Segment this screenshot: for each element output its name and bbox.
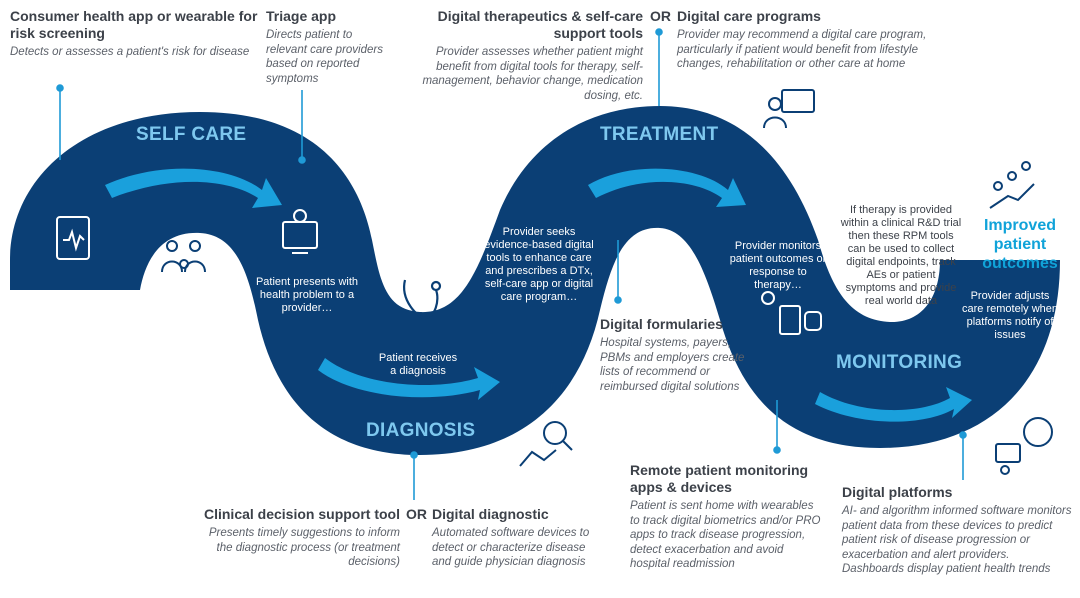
callout-consumer-health: Consumer health app or wearable for risk… (10, 8, 260, 60)
consumer-title: Consumer health app or wearable for risk… (10, 8, 258, 41)
triage-desc: Directs patient to relevant care provide… (266, 29, 383, 85)
callout-digital-platforms: Digital platforms AI- and algorithm info… (842, 484, 1074, 577)
callout-dtx: Digital therapeutics & self-care support… (400, 8, 643, 103)
people-growth-icon (989, 161, 1035, 209)
arrow-monitoring (815, 387, 972, 422)
platforms-desc: AI- and algorithm informed software moni… (842, 505, 1072, 575)
doctor-screen-icon (282, 209, 318, 254)
platforms-title: Digital platforms (842, 484, 953, 500)
callout-care-programs: Digital care programs Provider may recom… (677, 8, 932, 72)
stage-treatment: TREATMENT (600, 124, 719, 145)
or-label-diagnosis: OR (406, 506, 427, 522)
callout-digital-diagnostic: Digital diagnostic Automated software de… (432, 506, 592, 570)
diagnostic-desc: Automated software devices to detect or … (432, 527, 590, 568)
ai-brain-icon (995, 417, 1053, 475)
band-text-seeks: Provider seeks evidence-based digital to… (484, 226, 594, 303)
clipboard-icon (645, 237, 677, 279)
trial-note: If therapy is provided within a clinical… (840, 204, 962, 307)
arrow-diagnosis (318, 358, 500, 400)
cds-title: Clinical decision support tool (203, 506, 400, 522)
search-analytics-icon (519, 421, 573, 467)
diagnostic-title: Digital diagnostic (432, 506, 549, 522)
callout-formularies: Digital formularies Hospital systems, pa… (600, 316, 750, 394)
stage-monitoring: MONITORING (836, 352, 963, 373)
arrow-self-care (105, 168, 282, 208)
stage-self-care: SELF CARE (136, 124, 247, 145)
stethoscope-icon (403, 279, 442, 320)
formularies-title: Digital formularies (600, 316, 723, 332)
consumer-desc: Detects or assesses a patient's risk for… (10, 46, 250, 58)
or-label-treatment: OR (650, 8, 671, 24)
dtx-desc: Provider assesses whether patient might … (422, 46, 643, 102)
callout-triage: Triage app Directs patient to relevant c… (266, 8, 396, 86)
band-text-monitors: Provider monitors patient outcomes or re… (729, 240, 827, 291)
band-text-receives: Patient receives a diagnosis (378, 352, 458, 377)
family-icon (161, 240, 206, 273)
programs-desc: Provider may recommend a digital care pr… (677, 29, 927, 70)
callout-cds: Clinical decision support tool Presents … (190, 506, 400, 570)
dtx-title: Digital therapeutics & self-care support… (437, 8, 643, 41)
triage-title: Triage app (266, 8, 337, 24)
formularies-desc: Hospital systems, payers, PBMs and emplo… (600, 337, 745, 393)
programs-title: Digital care programs (677, 8, 821, 24)
doctor-monitor-icon (763, 89, 815, 129)
rpm-desc: Patient is sent home with wearables to t… (630, 500, 821, 570)
tablet-heart-icon (56, 216, 90, 260)
cds-desc: Presents timely suggestions to inform th… (208, 527, 400, 568)
arrow-treatment (588, 168, 746, 207)
band-text-adjusts: Provider adjusts care remotely when plat… (962, 290, 1058, 341)
patient-wearable-icon (761, 291, 822, 335)
stage-diagnosis: DIAGNOSIS (366, 420, 476, 441)
outcome-label: Improved patient outcomes (982, 217, 1058, 272)
callout-rpm: Remote patient monitoring apps & devices… (630, 462, 825, 572)
rpm-title: Remote patient monitoring apps & devices (630, 462, 809, 495)
band-text-presents: Patient presents with health problem to … (255, 276, 359, 314)
